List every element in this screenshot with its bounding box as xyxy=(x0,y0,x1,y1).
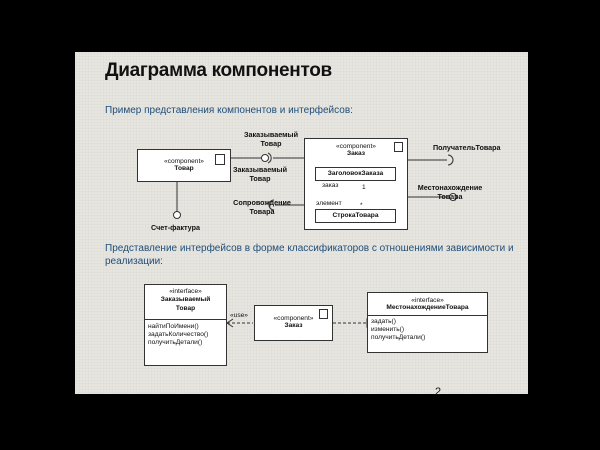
component-icon xyxy=(215,154,225,165)
interface-lollipop-location xyxy=(449,193,457,201)
label-location: Местонахождение Товара xyxy=(417,183,483,201)
slide: Диаграмма компонентов Пример представлен… xyxy=(75,52,528,398)
label-use: «use» xyxy=(230,312,248,319)
label-support: Сопровождение Товара xyxy=(233,198,291,216)
operation: получитьДетали() xyxy=(371,334,426,341)
component-tovar: «component» Товар xyxy=(137,149,231,182)
role-order: заказ xyxy=(322,182,339,189)
stereotype: «component» xyxy=(336,143,376,150)
subtitle-interfaces: Представление интерфейсов в форме класси… xyxy=(105,243,514,267)
component-name: Заказ xyxy=(346,150,366,157)
mult-many: * xyxy=(360,202,363,209)
interface-lollipop-ordered xyxy=(261,154,269,162)
stereotype: «component» xyxy=(273,315,314,322)
socket-ordered xyxy=(267,152,272,164)
component-icon xyxy=(394,142,403,152)
operation: изменить() xyxy=(371,326,405,333)
dependency-arrowhead xyxy=(226,318,234,328)
page-number: 2 xyxy=(435,386,442,398)
interface-lollipop-invoice xyxy=(173,211,181,219)
interface-location: «interface» МестонахождениеТовара задать… xyxy=(367,292,488,353)
stereotype: «interface» xyxy=(411,297,444,304)
operations: найтиПоИмени() задатьКоличество() получи… xyxy=(145,319,226,347)
label-ordered-top: Заказываемый Товар xyxy=(244,130,298,148)
part-header: ЗаголовокЗаказа xyxy=(315,167,396,181)
socket-support xyxy=(268,199,275,211)
component-zakaz-2: «component» Заказ xyxy=(254,305,333,341)
component-name: Товар xyxy=(174,165,194,172)
mult-one: 1 xyxy=(362,184,366,191)
component-name: Заказ xyxy=(284,322,303,329)
operations: задать() изменить() получитьДетали() xyxy=(368,315,487,342)
slide-title: Диаграмма компонентов xyxy=(105,60,332,81)
interface-ordered-product: «interface» Заказываемый Товар найтиПоИм… xyxy=(144,284,227,366)
interface-name: Заказываемый Товар xyxy=(160,296,211,312)
interface-name: МестонахождениеТовара xyxy=(386,304,469,311)
stereotype: «component» xyxy=(164,158,204,165)
stereotype: «interface» xyxy=(169,288,202,295)
label-invoice: Счет-фактура xyxy=(151,223,200,232)
part-line: СтрокаТовара xyxy=(315,209,396,223)
subtitle-components: Пример представления компонентов и интер… xyxy=(105,105,353,116)
label-receiver: ПолучательТовара xyxy=(433,143,501,152)
operation: получитьДетали() xyxy=(148,339,203,346)
component-zakaz: «component» Заказ ЗаголовокЗаказа Строка… xyxy=(304,138,408,230)
component-icon xyxy=(319,309,328,319)
operation: найтиПоИмени() xyxy=(148,323,199,330)
label-ordered-mid: Заказываемый Товар xyxy=(233,165,287,183)
operation: задать() xyxy=(371,318,396,325)
socket-receiver xyxy=(447,154,454,166)
operation: задатьКоличество() xyxy=(148,331,209,338)
role-element: элемент xyxy=(316,200,342,207)
